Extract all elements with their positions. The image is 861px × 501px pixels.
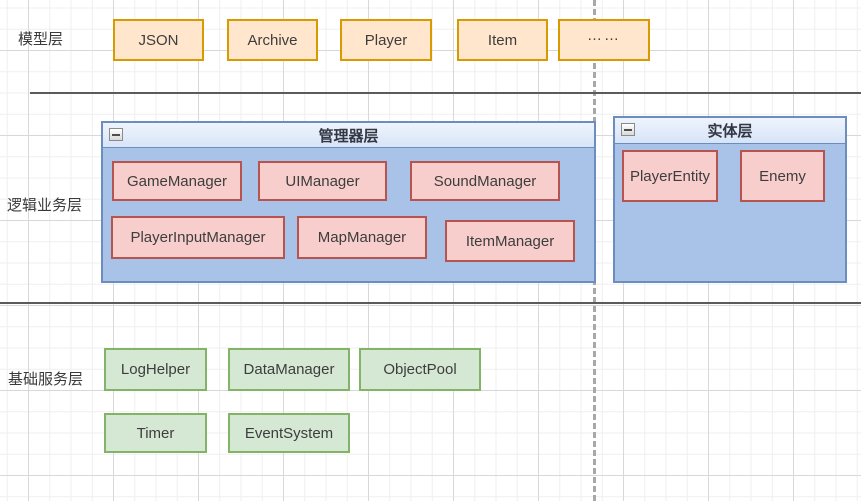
node-event-system[interactable]: EventSystem	[228, 413, 350, 453]
node-sound-manager-label: SoundManager	[433, 172, 537, 190]
logic-layer-separator-line	[0, 302, 861, 304]
node-map-manager[interactable]: MapManager	[297, 216, 427, 259]
node-player-entity[interactable]: PlayerEntity	[622, 150, 718, 202]
model-layer-label[interactable]: 模型层	[18, 31, 64, 48]
model-node-json-label: JSON	[138, 31, 179, 49]
model-node-ellipsis-label: ……	[587, 26, 621, 44]
service-layer-label[interactable]: 基础服务层	[8, 371, 84, 388]
entity-layer-container[interactable]: 实体层 PlayerEntity Enemy	[613, 116, 847, 283]
node-game-manager-label: GameManager	[126, 172, 228, 190]
node-timer[interactable]: Timer	[104, 413, 207, 453]
node-sound-manager[interactable]: SoundManager	[410, 161, 560, 201]
node-enemy-label: Enemy	[759, 167, 806, 185]
model-node-item[interactable]: Item	[457, 19, 548, 61]
entity-container-titlebar[interactable]: 实体层	[615, 118, 845, 144]
logic-layer-label[interactable]: 逻辑业务层	[7, 197, 83, 214]
node-player-input-manager-label: PlayerInputManager	[130, 229, 266, 246]
node-item-manager[interactable]: ItemManager	[445, 220, 575, 262]
node-ui-manager-label: UIManager	[285, 172, 360, 190]
model-node-player[interactable]: Player	[340, 19, 432, 61]
model-node-ellipsis[interactable]: ……	[558, 19, 650, 61]
model-node-player-label: Player	[364, 31, 408, 49]
node-log-helper[interactable]: LogHelper	[104, 348, 207, 391]
node-map-manager-label: MapManager	[317, 229, 407, 246]
model-node-archive-label: Archive	[247, 31, 298, 49]
manager-layer-container[interactable]: 管理器层 GameManager UIManager SoundManager …	[101, 121, 596, 283]
node-data-manager[interactable]: DataManager	[228, 348, 350, 391]
model-node-item-label: Item	[487, 31, 518, 49]
model-layer-separator-line	[30, 92, 861, 94]
node-enemy[interactable]: Enemy	[740, 150, 825, 202]
node-item-manager-label: ItemManager	[465, 232, 555, 250]
node-ui-manager[interactable]: UIManager	[258, 161, 387, 201]
node-player-entity-label: PlayerEntity	[629, 167, 711, 185]
node-object-pool-label: ObjectPool	[383, 361, 457, 378]
node-game-manager[interactable]: GameManager	[112, 161, 242, 201]
minus-icon	[624, 128, 632, 131]
manager-container-title: 管理器层	[318, 127, 379, 145]
node-player-input-manager[interactable]: PlayerInputManager	[111, 216, 285, 259]
entity-container-title: 实体层	[707, 123, 753, 140]
model-node-archive[interactable]: Archive	[227, 19, 318, 61]
node-log-helper-label: LogHelper	[120, 361, 191, 378]
node-event-system-label: EventSystem	[244, 424, 334, 442]
model-node-json[interactable]: JSON	[113, 19, 204, 61]
minus-icon	[112, 133, 120, 136]
collapse-icon[interactable]	[621, 123, 635, 136]
node-data-manager-label: DataManager	[243, 361, 335, 378]
collapse-icon[interactable]	[109, 128, 123, 141]
node-object-pool[interactable]: ObjectPool	[359, 348, 481, 391]
manager-container-titlebar[interactable]: 管理器层	[103, 123, 594, 148]
node-timer-label: Timer	[136, 424, 175, 442]
